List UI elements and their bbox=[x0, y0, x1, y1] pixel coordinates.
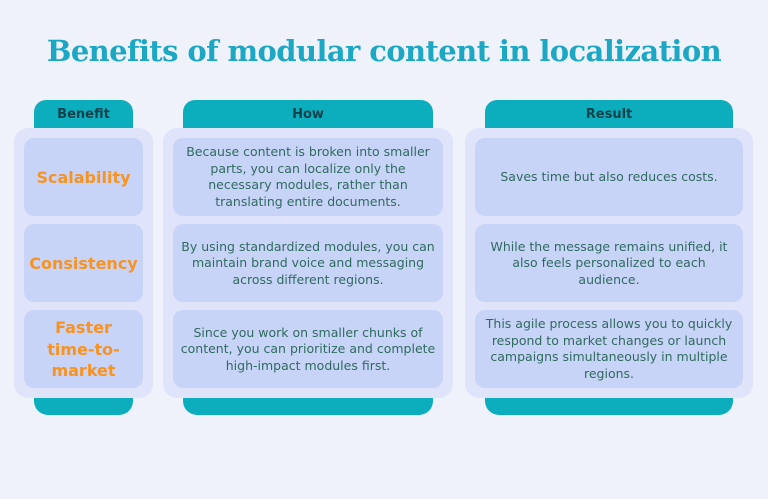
column-footer-result bbox=[485, 398, 733, 416]
how-cell-row2: By using standardized modules, you can m… bbox=[173, 224, 443, 303]
column-footer-how bbox=[183, 398, 433, 416]
column-header-benefit: Benefit bbox=[34, 100, 133, 129]
column-header-how: How bbox=[183, 100, 433, 129]
benefit-cell-row2: Consistency bbox=[24, 224, 143, 303]
column-result: Result Saves time but also reduces costs… bbox=[465, 100, 753, 416]
page-title: Benefits of modular content in localizat… bbox=[46, 34, 722, 68]
column-header-result: Result bbox=[485, 100, 733, 129]
result-cell-row2: While the message remains unified, it al… bbox=[475, 224, 743, 303]
benefit-cell-row3: Faster time-to-market bbox=[24, 310, 143, 389]
how-cell-row3: Since you work on smaller chunks of cont… bbox=[173, 310, 443, 389]
benefit-panel: Scalability Consistency Faster time-to-m… bbox=[14, 128, 153, 399]
benefits-table: Benefit Scalability Consistency Faster t… bbox=[14, 100, 753, 416]
infographic: Benefits of modular content in localizat… bbox=[0, 34, 768, 416]
column-how: How Because content is broken into small… bbox=[163, 100, 453, 416]
result-cell-row3: This agile process allows you to quickly… bbox=[475, 310, 743, 389]
result-cell-row1: Saves time but also reduces costs. bbox=[475, 138, 743, 217]
result-panel: Saves time but also reduces costs. While… bbox=[465, 128, 753, 399]
benefit-cell-row1: Scalability bbox=[24, 138, 143, 217]
column-footer-benefit bbox=[34, 398, 133, 416]
how-panel: Because content is broken into smaller p… bbox=[163, 128, 453, 399]
how-cell-row1: Because content is broken into smaller p… bbox=[173, 138, 443, 217]
column-benefit: Benefit Scalability Consistency Faster t… bbox=[14, 100, 153, 416]
